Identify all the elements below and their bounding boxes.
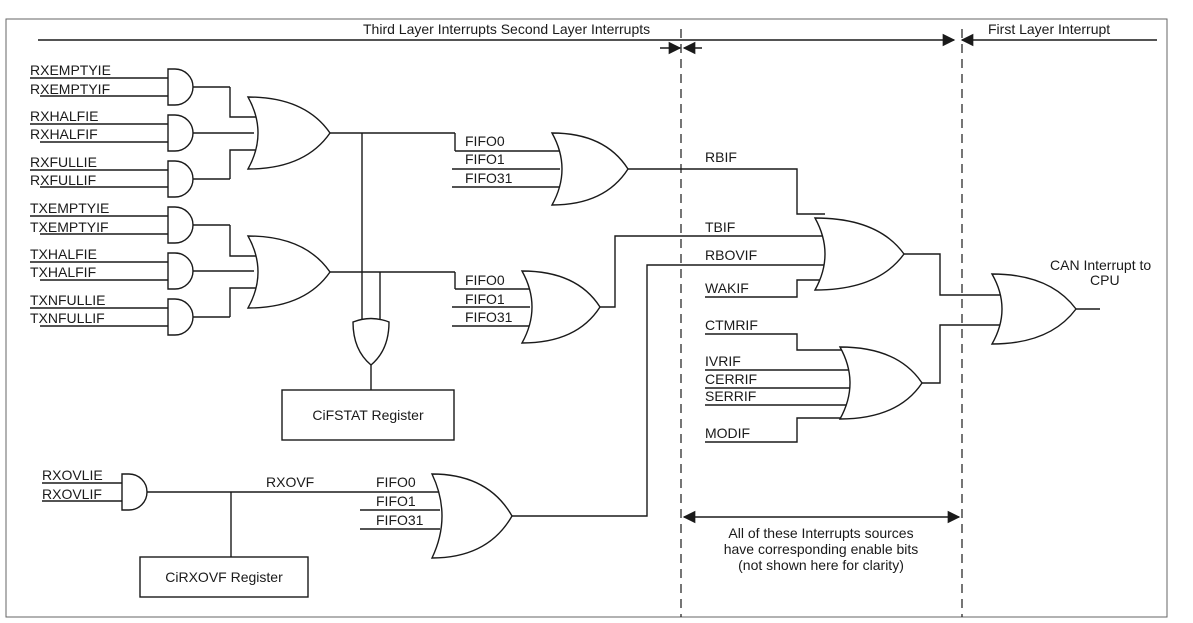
can-interrupt-label-line1: CAN Interrupt to [1050,257,1151,273]
wakif-label: WAKIF [705,280,749,296]
and-gate-txnfull [30,298,230,336]
rxovf-label: RXOVF [266,474,314,490]
tbif-label: TBIF [705,219,735,235]
label-rxovlie: RXOVLIE [42,467,103,483]
cerrif-label: CERRIF [705,371,757,387]
fifo31-label-rxov: FIFO31 [376,512,424,528]
serrif-label: SERRIF [705,388,756,404]
label-rxemptyie: RXEMPTYIE [30,62,111,78]
fifo31-label-rx: FIFO31 [465,170,513,186]
label-txnfullif: TXNFULLIF [30,310,105,326]
fifo0-label-tx: FIFO0 [465,272,505,288]
fifo1-label-tx: FIFO1 [465,291,505,307]
third-second-layer-header: Third Layer Interrupts Second Layer Inte… [363,21,650,37]
label-rxfullif: RXFULLIF [30,172,96,188]
cifstat-register-box [281,389,455,441]
or-gate-rbif [452,132,825,215]
can-interrupt-label-line2: CPU [1090,272,1120,288]
fifo1-label-rxov: FIFO1 [376,493,416,509]
label-rxemptyif: RXEMPTYIF [30,81,110,97]
and-gate-rxov [42,473,360,557]
or-gate-tbif [452,235,825,344]
fifo1-label-rx: FIFO1 [465,151,505,167]
cifstat-wiring [330,132,455,390]
and-gate-txempty [30,206,230,244]
cirxovf-register-box [139,556,309,598]
and-gate-rxempty [30,68,230,106]
and-gate-rxhalf [30,114,254,152]
ctmrif-label: CTMRIF [705,317,758,333]
note-line-1: All of these Interrupts sources [728,525,913,541]
first-layer-header: First Layer Interrupt [988,21,1110,37]
rbif-label: RBIF [705,149,737,165]
label-txhalfif: TXHALFIF [30,264,96,280]
or-gate-tx [229,225,331,317]
label-rxovlif: RXOVLIF [42,486,102,502]
note-line-3: (not shown here for clarity) [738,557,904,573]
or-gate-second-layer-b [705,324,1002,443]
modif-label: MODIF [705,425,750,441]
or-gate-second-layer-a [705,217,1002,298]
label-txnfullie: TXNFULLIE [30,292,105,308]
fifo0-label-rx: FIFO0 [465,133,505,149]
label-txemptyie: TXEMPTYIE [30,200,109,216]
diagram-frame [5,18,1168,618]
label-rxfullie: RXFULLIE [30,154,97,170]
label-rxhalfie: RXHALFIE [30,108,98,124]
note-line-2: have corresponding enable bits [724,541,919,557]
rbovif-label: RBOVIF [705,247,757,263]
label-rxhalfif: RXHALFIF [30,126,98,142]
fifo0-label-rxov: FIFO0 [376,474,416,490]
and-gate-rxfull [30,160,230,198]
label-txhalfie: TXHALFIE [30,246,97,262]
fifo31-label-tx: FIFO31 [465,309,513,325]
cirxovf-register-label: CiRXOVF Register [165,569,283,585]
or-gate-rbovif [360,264,825,559]
ivrif-label: IVRIF [705,353,741,369]
or-gate-rx [229,87,331,179]
label-txemptyif: TXEMPTYIF [30,219,109,235]
and-gate-txhalf [30,252,254,290]
cifstat-register-label: CiFSTAT Register [312,407,424,423]
or-gate-first-layer [990,273,1100,345]
